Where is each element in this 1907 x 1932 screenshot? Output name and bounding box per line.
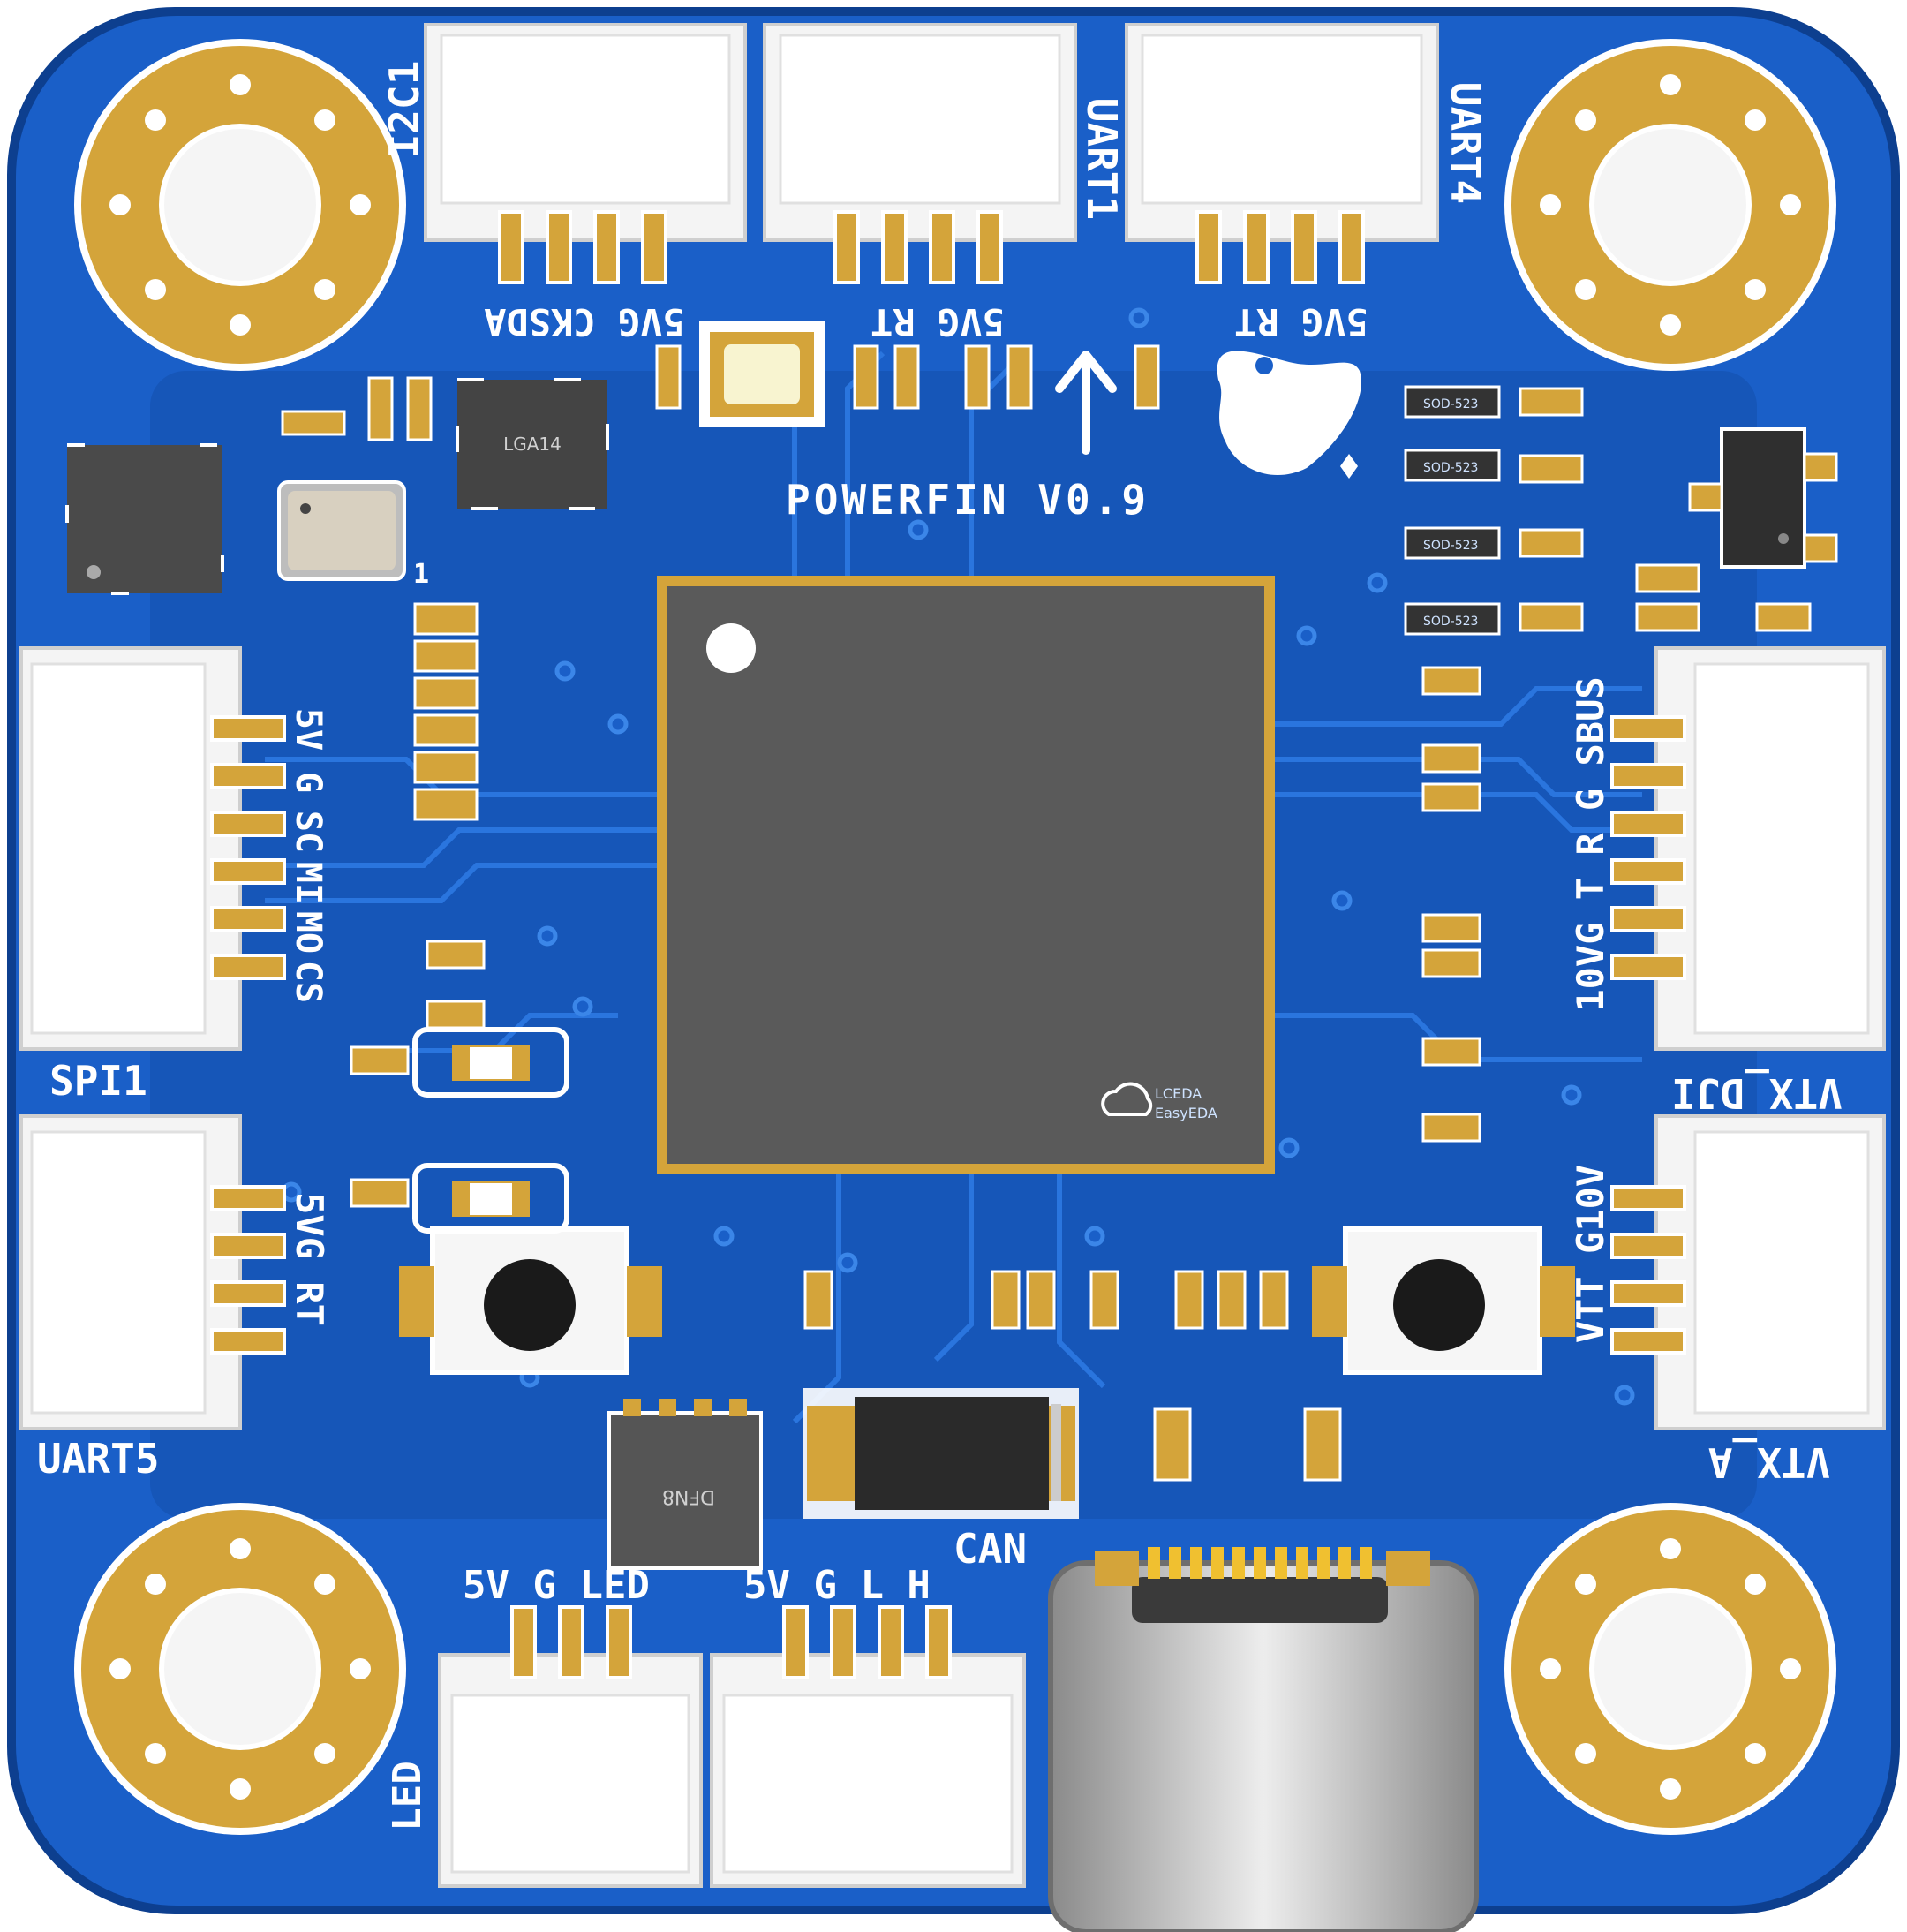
i2c1-pin-labels: 5VG CKSDA [484,300,685,343]
vtx-a-label: VTX_A [1708,1438,1830,1486]
uart1-pin-labels: 5VG RT [871,300,1005,343]
reset-button[interactable] [1312,1226,1575,1375]
crystal [699,321,825,427]
diode-label: SOD-523 [1423,397,1478,411]
mcu-chip [657,576,1275,1174]
uart5-connector[interactable] [19,1114,286,1430]
vtx-dji-connector[interactable] [1610,646,1886,1051]
barometer-chip [277,480,406,581]
can-label: CAN [954,1525,1027,1573]
flash-chip [607,1399,763,1570]
diode-label: SOD-523 [1423,539,1478,553]
i2c1-connector[interactable] [424,23,747,284]
easyeda-cloud-icon [1101,1082,1153,1116]
led-label: LED [385,1761,430,1830]
mcu-label-line2: EasyEDA [1155,1105,1217,1121]
led-pin-labels: 5V G LED [463,1563,650,1608]
imu-chip [456,378,609,510]
vtx-a-connector[interactable] [1610,1114,1886,1430]
usb-c-connector[interactable] [1048,1547,1479,1932]
uart4-connector[interactable] [1125,23,1439,284]
uart1-label: UART1 [1078,98,1126,220]
passive-components [281,344,1812,1482]
spi1-pin-cs: CS [288,961,328,1003]
uart4-label: UART4 [1442,82,1489,204]
vtx-dji-label: VTX_DJI [1671,1069,1843,1117]
arrow-up-icon [1055,351,1117,455]
uart4-pin-labels: 5VG RT [1234,300,1368,343]
boot-button[interactable] [399,1226,662,1375]
sensor-ic [65,443,224,595]
vtx-a-pin-labels: VTT G10V [1569,1165,1612,1343]
spi1-pin-mi: MI [288,862,328,904]
uart5-pin-labels: 5VG RT [288,1192,331,1326]
sod523-diodes [1404,385,1501,636]
spi1-connector[interactable] [19,646,286,1051]
whale-logo-icon [1217,351,1361,479]
status-led [412,1027,569,1098]
power-diode [803,1388,1079,1519]
spi1-pin-mo: MO [288,911,328,954]
spi1-pin-sc: SC [288,811,328,853]
i2c1-label: I2C1 [381,61,428,159]
mounting-hole-vias [109,74,1801,1800]
imu-chip-label: LGA14 [503,434,562,455]
status-led [412,1163,569,1234]
led-connector[interactable] [438,1605,703,1888]
diode-label: SOD-523 [1423,615,1478,629]
spi1-pin-g: G [288,772,328,793]
can-pin-labels: 5V G L H [743,1563,931,1608]
mcu-label-line1: LCEDA [1155,1085,1202,1102]
diode-label: SOD-523 [1423,461,1478,475]
spi1-label: SPI1 [49,1057,147,1105]
vias [281,307,1635,1406]
can-connector[interactable] [710,1605,1026,1888]
flash-chip-label: DFN8 [662,1485,715,1507]
uart1-connector[interactable] [763,23,1077,284]
board-title: POWERFIN V0.9 [786,476,1149,524]
uart5-label: UART5 [37,1435,159,1483]
vtx-dji-pin-labels: 10VG T R G SBUS [1569,676,1612,1011]
baro-pin1-marker: 1 [413,559,429,590]
spi1-pin-5v: 5V [288,708,328,751]
regulator-ic [1688,427,1838,569]
